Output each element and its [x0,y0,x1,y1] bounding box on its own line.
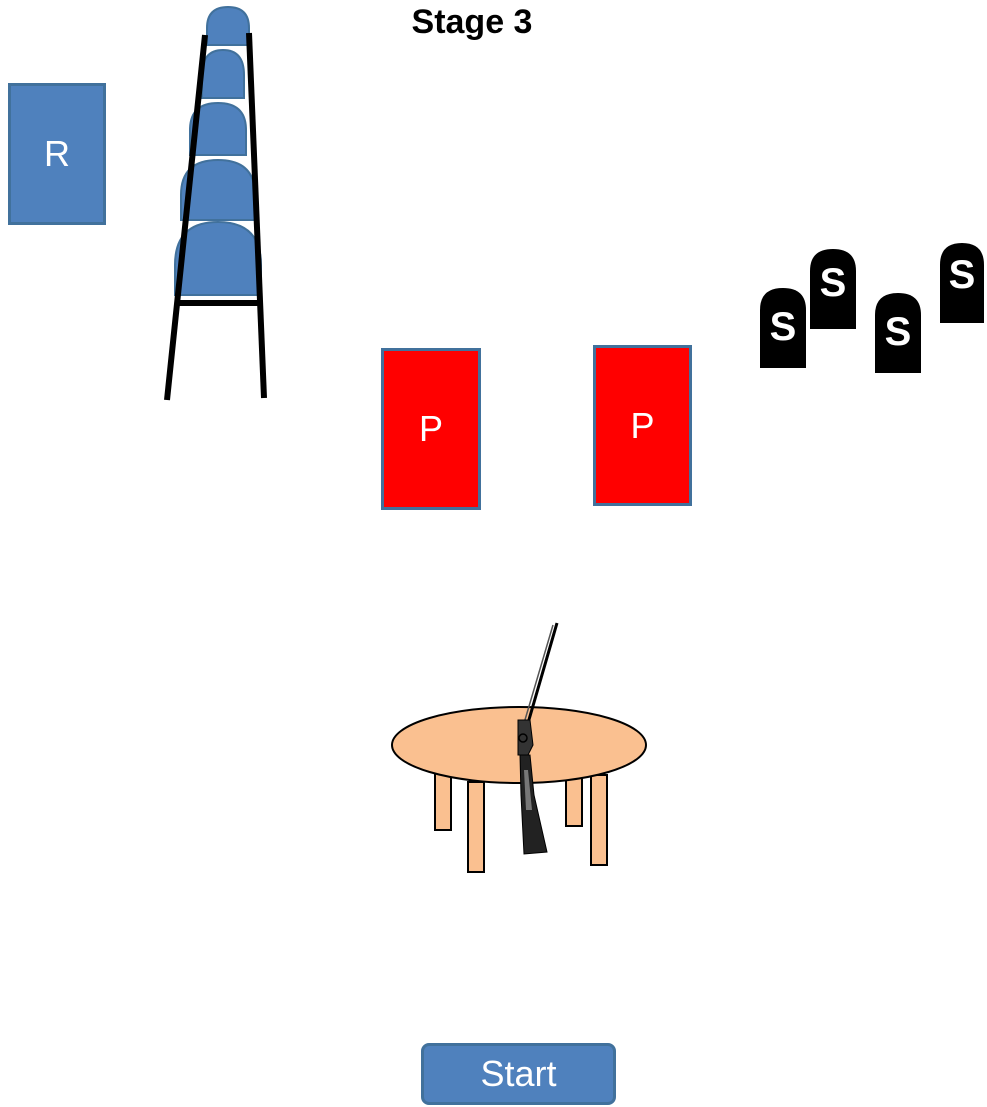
steel-target-label: S [885,310,912,354]
steel-target-label: S [820,261,847,305]
rifle-target-label: R [44,133,70,175]
steel-target-label: S [770,305,797,349]
steel-target-2: S [810,249,856,329]
start-button[interactable]: Start [421,1043,616,1105]
pistol-target-2: P [593,345,692,506]
stacked-target [202,50,244,98]
loading-table [390,620,650,880]
pistol-target-1-label: P [419,408,443,450]
steel-target-label: S [949,253,976,297]
steel-target-1: S [760,288,806,368]
pistol-target-1: P [381,348,481,510]
stacked-target [175,222,261,295]
pistol-target-2-label: P [630,405,654,447]
steel-target-3: S [875,293,921,373]
rifle-target: R [8,83,106,225]
stacked-target [207,7,249,45]
ladder-target-stack [150,0,290,410]
stage-title: Stage 3 [372,0,572,44]
steel-target-4: S [940,243,984,323]
start-button-label: Start [480,1053,556,1095]
